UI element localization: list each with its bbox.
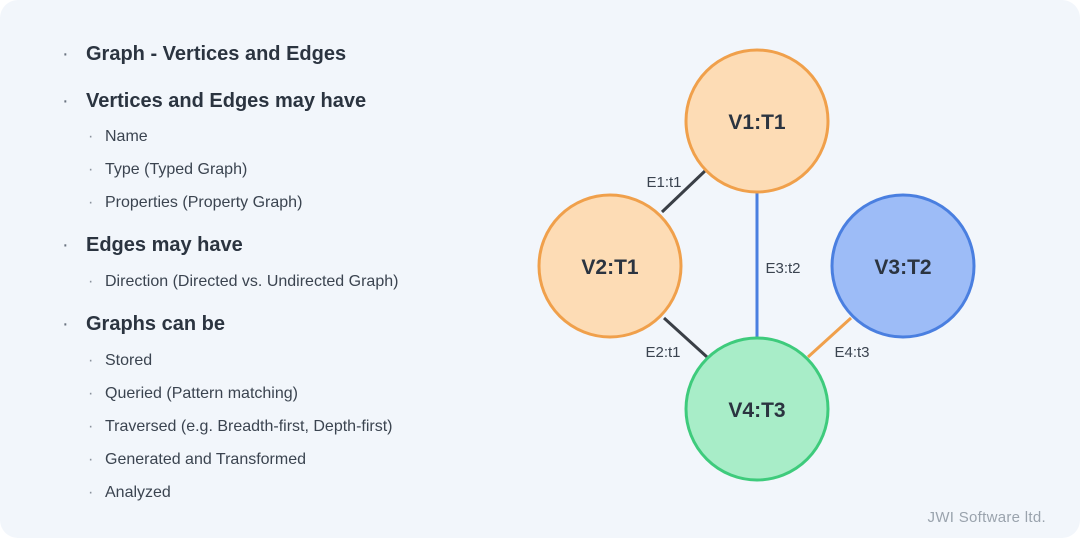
node-label-v1: V1:T1	[728, 111, 786, 134]
bullet-text: Edges may have	[86, 234, 243, 256]
sub-bullet-dot: ·	[88, 128, 94, 145]
sub-bullet-analyzed: · Analyzed	[88, 484, 171, 502]
node-v3: V3:T2	[830, 193, 976, 339]
bullet-dot: ·	[62, 43, 69, 65]
sub-bullet-text: Analyzed	[105, 484, 171, 501]
bullet-vertices-edges-may-have: · Vertices and Edges may have	[62, 90, 366, 113]
sub-bullet-text: Stored	[105, 352, 153, 369]
edge-label-e4: E4:t3	[834, 344, 869, 361]
sub-bullet-dot: ·	[88, 385, 94, 402]
footer-credit: JWI Software ltd.	[927, 509, 1046, 526]
sub-bullet-type: · Type (Typed Graph)	[88, 161, 247, 179]
sub-bullet-direction: · Direction (Directed vs. Undirected Grap…	[88, 273, 398, 291]
edge-layer	[660, 168, 853, 359]
bullet-graphs-can-be: · Graphs can be	[62, 313, 225, 336]
sub-bullet-dot: ·	[88, 451, 94, 468]
bullet-dot: ·	[62, 234, 69, 256]
sub-bullet-dot: ·	[88, 194, 94, 211]
sub-bullet-generated: · Generated and Transformed	[88, 451, 306, 469]
edge-e4	[806, 316, 853, 359]
node-v1: V1:T1	[684, 48, 830, 194]
bullet-dot: ·	[62, 313, 69, 335]
sub-bullet-dot: ·	[88, 418, 94, 435]
sub-bullet-text: Direction (Directed vs. Undirected Graph…	[105, 273, 399, 290]
sub-bullet-dot: ·	[88, 352, 94, 369]
bullet-edges-may-have: · Edges may have	[62, 234, 243, 257]
sub-bullet-dot: ·	[88, 273, 94, 290]
sub-bullet-properties: · Properties (Property Graph)	[88, 194, 302, 212]
sub-bullet-text: Traversed (e.g. Breadth-first, Depth-fir…	[105, 418, 393, 435]
edge-label-layer: E1:t1 E3:t2 E2:t1 E4:t3	[645, 174, 869, 361]
edge-e2	[662, 316, 709, 359]
bullet-text: Graph - Vertices and Edges	[86, 43, 347, 65]
sub-bullet-name: · Name	[88, 128, 148, 146]
node-label-v4: V4:T3	[728, 399, 785, 422]
sub-bullet-text: Type (Typed Graph)	[105, 161, 248, 178]
sub-bullet-stored: · Stored	[88, 352, 152, 370]
sub-bullet-text: Properties (Property Graph)	[105, 194, 303, 211]
bullet-text: Graphs can be	[86, 313, 225, 335]
node-layer: V1:T1 V2:T1 V3:T2 V4:T3	[537, 48, 976, 482]
node-label-v3: V3:T2	[874, 256, 931, 279]
bullet-text: Vertices and Edges may have	[86, 90, 367, 112]
edge-label-e1: E1:t1	[646, 174, 681, 191]
node-v4: V4:T3	[684, 336, 830, 482]
sub-bullet-text: Name	[105, 128, 148, 145]
bullet-graph-vertices-edges: · Graph - Vertices and Edges	[62, 43, 346, 66]
bullet-dot: ·	[62, 90, 69, 112]
sub-bullet-text: Generated and Transformed	[105, 451, 307, 468]
sub-bullet-dot: ·	[88, 484, 94, 501]
node-label-v2: V2:T1	[581, 256, 639, 279]
sub-bullet-queried: · Queried (Pattern matching)	[88, 385, 298, 403]
node-v2: V2:T1	[537, 193, 683, 339]
edge-label-e3: E3:t2	[765, 260, 800, 277]
edge-label-e2: E2:t1	[645, 344, 680, 361]
sub-bullet-dot: ·	[88, 161, 94, 178]
sub-bullet-text: Queried (Pattern matching)	[105, 385, 298, 402]
edge-e1	[660, 168, 708, 214]
sub-bullet-traversed: · Traversed (e.g. Breadth-first, Depth-fi…	[88, 418, 393, 436]
